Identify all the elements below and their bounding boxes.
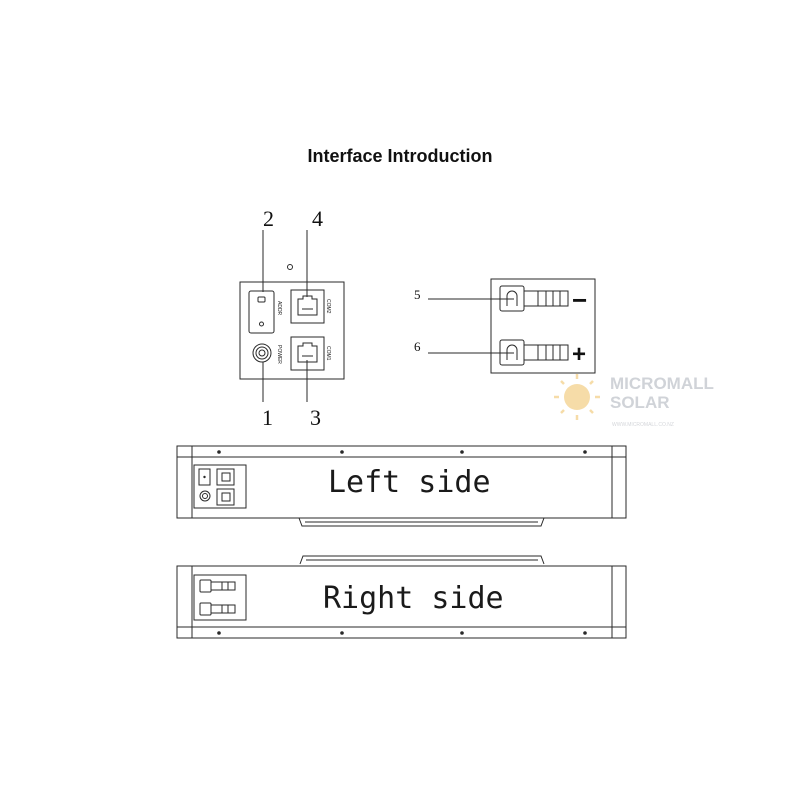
watermark-line2: SOLAR (610, 393, 670, 412)
callout-6: 6 (414, 339, 421, 354)
left-side-view: Left side (176, 445, 627, 527)
screw-icon (583, 631, 587, 635)
screw-icon (340, 631, 344, 635)
negative-terminal (499, 285, 569, 312)
watermark-line1: MICROMALL (610, 374, 714, 393)
page-title: Interface Introduction (307, 146, 493, 166)
left-side-outline (176, 445, 627, 519)
callout-2: 2 (263, 206, 274, 231)
callout-4: 4 (312, 206, 323, 231)
positive-terminal (499, 339, 569, 366)
comm-panel: ADDR POWER COM2 COM1 2 4 1 3 (239, 206, 345, 430)
watermark-url: WWW.MICROMALL.CO.NZ (612, 422, 674, 428)
screw-icon (340, 450, 344, 454)
power-button (252, 343, 272, 363)
callout-1: 1 (262, 405, 273, 430)
left-side-label: Left side (328, 465, 491, 500)
minus-symbol: − (572, 285, 587, 315)
screw-icon (583, 450, 587, 454)
com1-label: COM1 (325, 346, 331, 361)
callout-5: 5 (414, 287, 421, 302)
screw-icon (217, 631, 221, 635)
terminal-frame (490, 278, 596, 374)
screw-icon (460, 450, 464, 454)
terminal-panel: − + 5 6 (414, 278, 596, 374)
watermark: MICROMALL SOLAR WWW.MICROMALL.CO.NZ (554, 374, 714, 428)
com2-label: COM2 (325, 299, 331, 314)
screw-icon (217, 450, 221, 454)
screw-icon (460, 631, 464, 635)
addr-switch (248, 290, 275, 334)
right-side-view: Right side (176, 555, 627, 639)
right-mini-panel (193, 574, 247, 621)
power-label: POWER (276, 345, 282, 364)
left-mini-panel (193, 464, 247, 509)
callout-3: 3 (310, 405, 321, 430)
plus-symbol: + (572, 341, 586, 368)
panel-frame (239, 281, 345, 380)
addr-label: ADDR (276, 301, 282, 316)
right-side-label: Right side (323, 581, 504, 616)
right-side-outline (176, 565, 627, 639)
sun-icon (554, 374, 600, 420)
screw-icon (287, 264, 293, 270)
